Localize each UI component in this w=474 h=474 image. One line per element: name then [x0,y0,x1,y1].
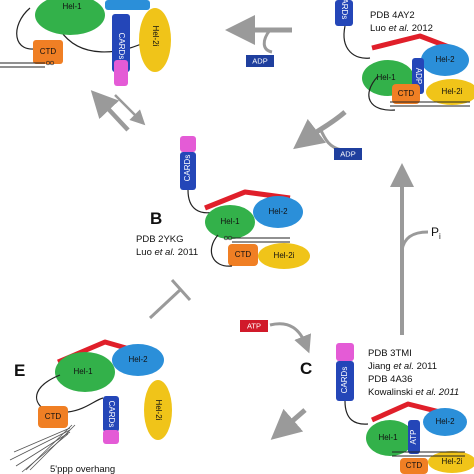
cards-pink [114,60,128,86]
hel1-label: Hel-1 [220,217,240,226]
ctd-label: CTD [235,250,252,259]
ctd-domain [392,84,420,104]
hel1-label: Hel-1 [376,73,396,82]
rna-overhang-strands [9,424,76,473]
svg-text:ADP: ADP [340,149,355,158]
hel2i-label: Hel-2i [442,457,463,466]
hel2i-label: Hel-2i [154,400,163,421]
atp-pincer [408,420,420,454]
cards-label: CARDs [340,0,349,19]
panel-e-letter: E [14,361,25,380]
ctd-domain [400,458,428,474]
ctd-label: CTD [406,461,423,470]
adp-tag-mid: ADP [334,148,362,160]
svg-text:ATP: ATP [247,321,261,330]
hel1-domain [366,420,414,456]
arrow-topleft-b-forward [114,94,146,126]
cards-domain [335,0,353,26]
arrow-c-to-e [270,408,307,440]
panel-top-left: Hel-1 CTD CARDs Hel-2i [0,0,171,86]
panel-e: E Hel-1 Hel-2 Hel-2i CARDs CTD 5'ppp ove… [9,339,172,474]
panel-c-letter: C [300,359,312,378]
hel2i-domain [258,243,310,269]
ctd-label: CTD [398,89,415,98]
hel2-label: Hel-2 [128,355,148,364]
ctd-domain [33,40,63,64]
ref-pdb: PDB 4AY2 [370,10,415,21]
ref-citation-2: Kowalinski et al. 2011 [368,387,459,398]
inhibit-b-to-e [148,288,182,320]
cards-domain-2 [180,152,196,190]
svg-text:ADP: ADP [252,56,267,65]
arrow-a-to-b [293,110,347,150]
hel2i-label: Hel-2i [274,251,295,260]
hel2-domain [105,0,150,10]
cards-label: CARDs [107,401,116,428]
cards-domain [112,14,130,72]
hel2i-label: Hel-2i [442,87,463,96]
hel1-label: Hel-1 [378,433,398,442]
hel2-domain [253,196,303,228]
hel2i-domain [139,8,171,72]
cards-domain-2 [336,361,354,401]
hel2-label: Hel-2 [435,417,455,426]
panel-c: C PDB 3TMI Jiang et al. 2011 PDB 4A36 Ko… [300,343,474,474]
hel2i-domain [426,79,474,105]
arrows [90,15,429,440]
atp-tag: ATP [240,320,268,332]
hel1-domain [55,352,115,392]
cards-pink [103,430,119,444]
ctd-domain [38,406,68,428]
overhang-caption: 5'ppp overhang [50,464,115,474]
hel1-label: Hel-1 [73,367,93,376]
cards-label: CARDs [340,367,349,394]
phosphate-label: Pi [431,225,441,241]
ctd-label: CTD [45,412,62,421]
hel2-label: Hel-2 [435,55,455,64]
atp-label: ATP [409,430,418,445]
hel2i-domain [428,451,474,473]
cards-domain [103,396,119,432]
adp-label: ADP [414,68,423,84]
panel-a: CARDs PDB 4AY2 Luo et al. 2012 Hel-1 Hel… [335,0,474,111]
ref-citation: Luo et al. 2012 [370,23,433,34]
ref-citation: Luo et al. 2011 [136,247,198,258]
cards-label: CARDs [183,155,192,182]
hel2i-domain [144,380,172,440]
arrow-b-topleft-back [90,90,130,132]
ctd-label: CTD [40,47,57,56]
hel2-domain [112,344,164,376]
cards-label: CARDs [117,33,126,60]
hel2-domain [421,44,469,76]
adp-tag-top: ADP [246,55,274,67]
ref-pdb-1: PDB 3TMI [368,348,412,359]
ref-pdb: PDB 2YKG [136,234,184,245]
panel-b: B PDB 2YKG Luo et al. 2011 CARDs Hel-1 H… [136,136,310,269]
ref-citation-1: Jiang et al. 2011 [368,361,437,372]
hel1-domain [205,205,255,239]
panel-b-letter: B [150,209,162,228]
hel2i-label: Hel-2i [151,26,160,47]
cards-domain [180,136,196,152]
hel2-label: Hel-2 [268,207,288,216]
cards-domain [336,343,354,361]
hel1-domain [35,0,105,35]
hel2-domain [423,408,467,436]
ctd-domain [228,244,258,266]
ref-pdb-2: PDB 4A36 [368,374,412,385]
hel1-label: Hel-1 [62,2,82,11]
